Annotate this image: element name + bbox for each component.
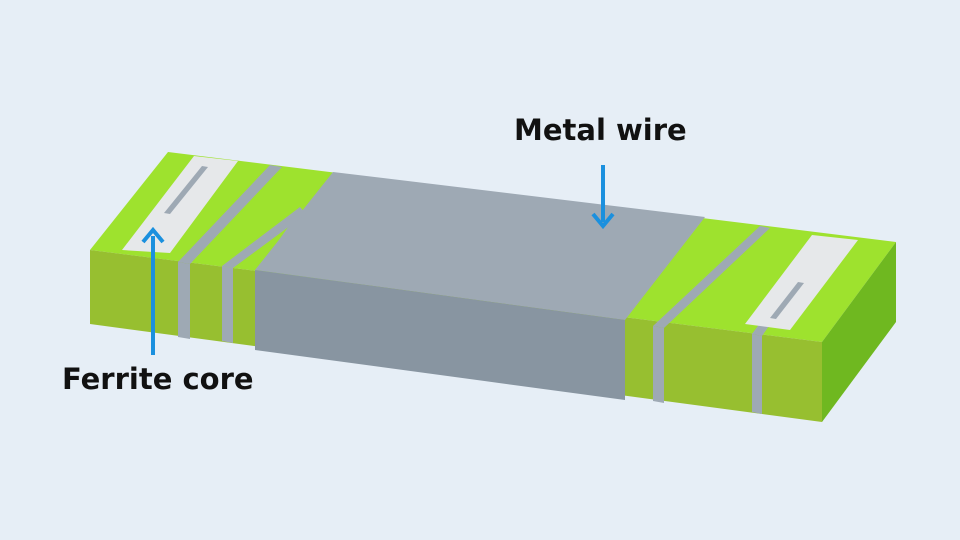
metal-wire-top [255,172,705,320]
wire-turn-left-2 [222,207,306,268]
ferrite-side-face [822,242,896,422]
ferrite-core-label: Ferrite core [62,362,254,396]
ferrite-core-arrow [141,226,165,355]
electrode-right [745,235,858,330]
electrode-left [122,156,238,253]
electrode-right-slot [770,282,804,319]
wire-stripe-left-1 [178,262,190,339]
wire-stripe-right-1 [653,326,664,403]
electrode-left-slot [164,166,208,214]
wire-turn-right-1 [653,226,770,328]
metal-wire-arrow [591,165,615,230]
metal-wire-label: Metal wire [514,113,687,147]
metal-wire-front [255,270,625,400]
wire-stripe-right-2 [752,334,762,414]
wire-stripe-left-2 [222,266,233,343]
wire-turn-left-1 [178,165,282,264]
